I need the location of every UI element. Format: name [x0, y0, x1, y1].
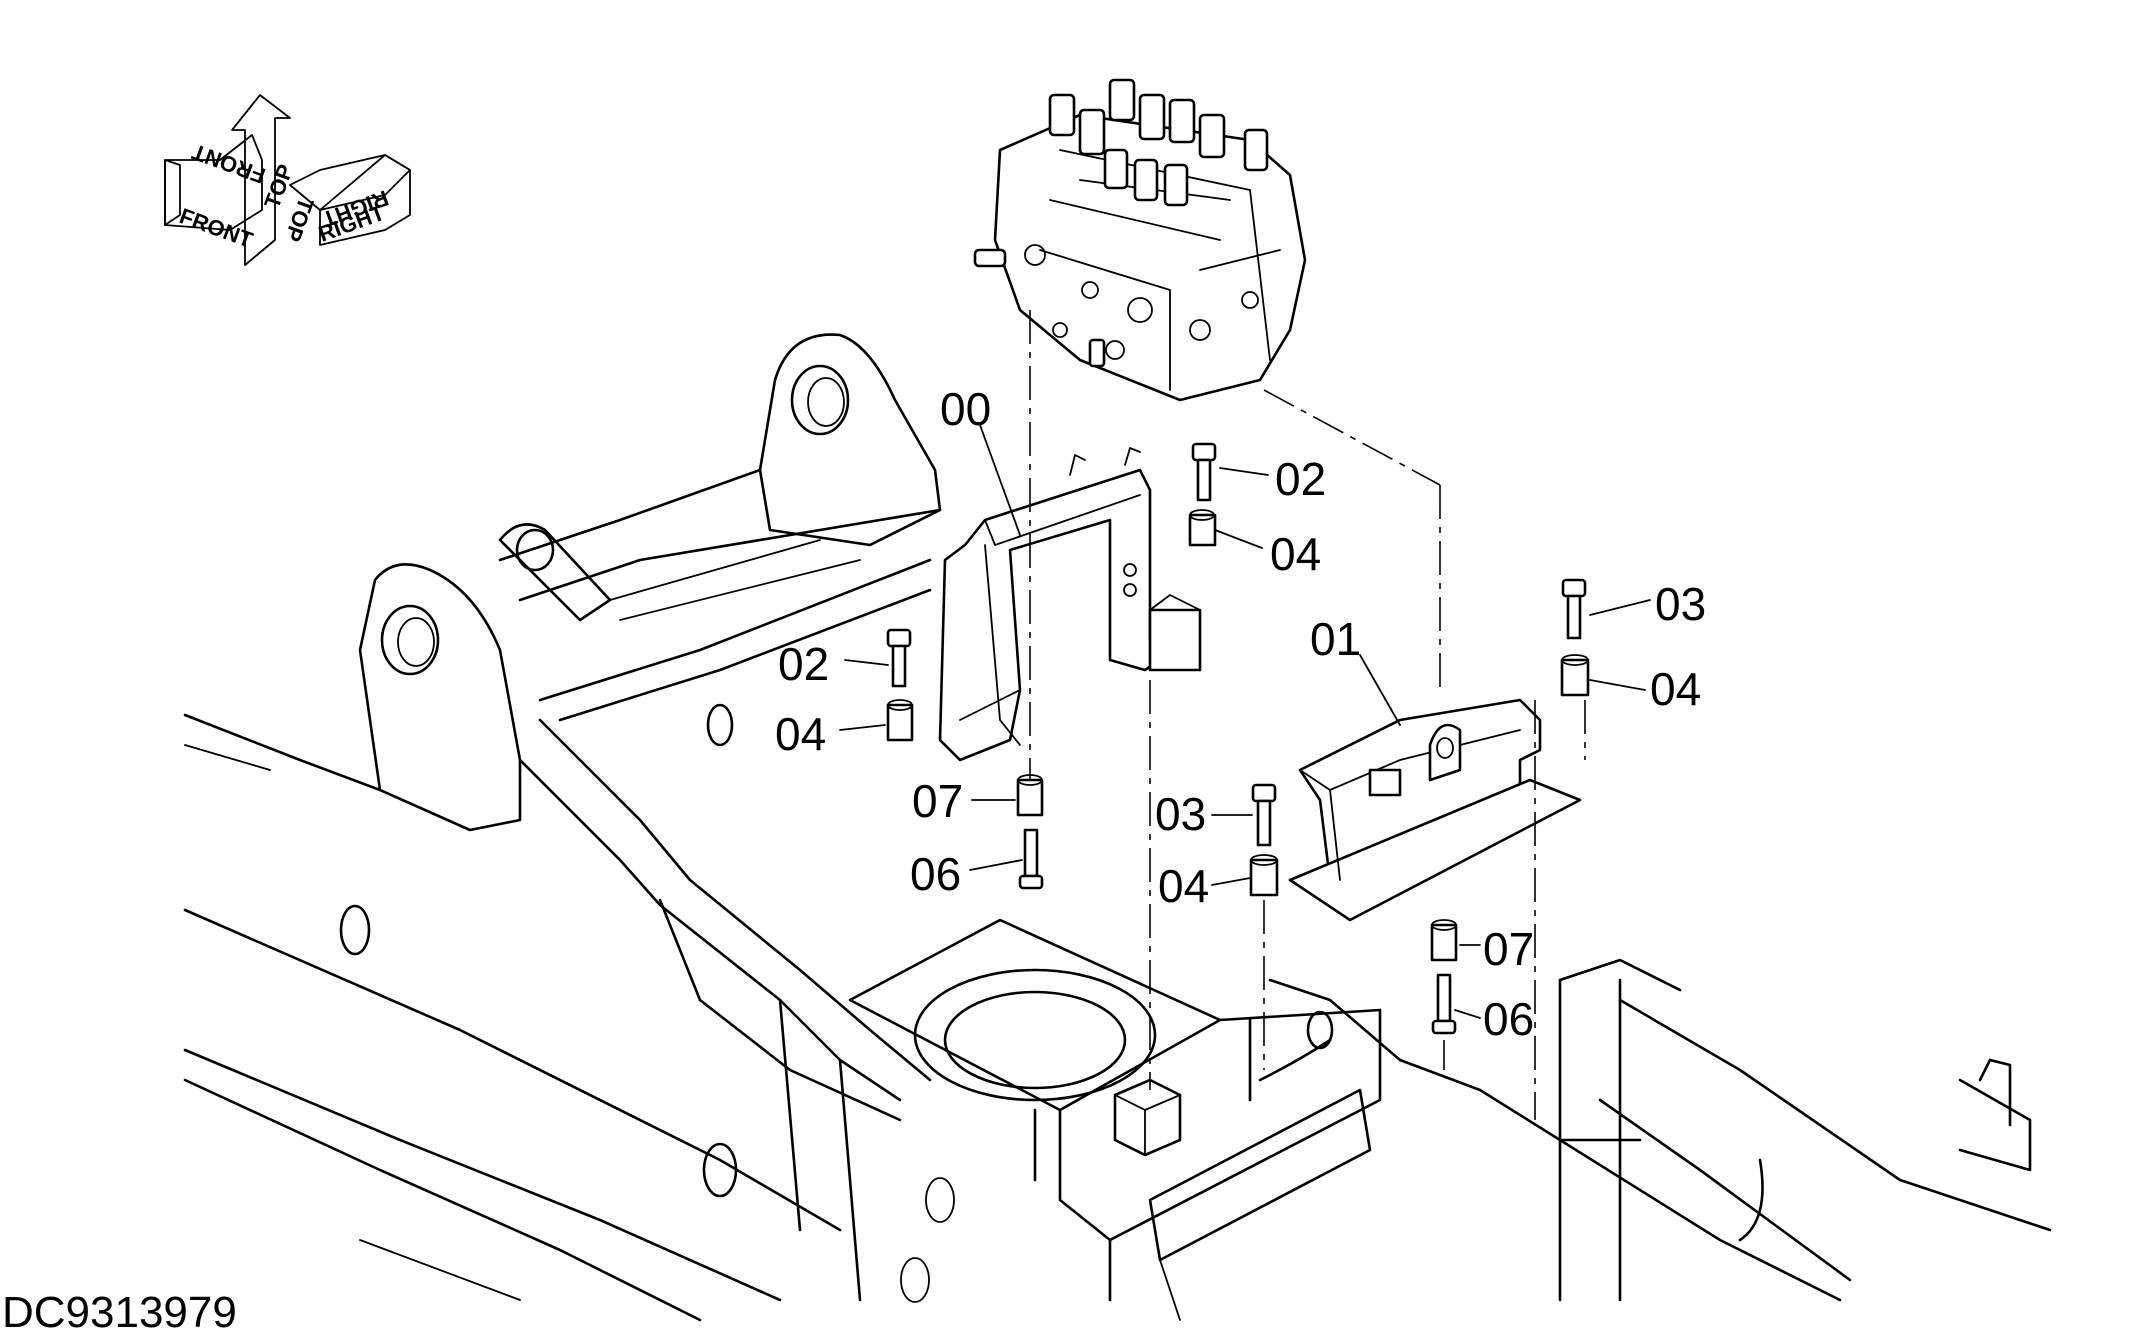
spacer-04-top	[1188, 513, 1217, 547]
bolt-06-right-head	[1431, 1019, 1457, 1035]
bolt-03-middle-shank	[1256, 799, 1272, 847]
callout-01: 01	[1310, 613, 1361, 665]
collar-07-right	[1430, 923, 1458, 962]
bracket-00	[938, 447, 1202, 762]
bolt-02-left-shank	[891, 644, 907, 688]
collar-07-left	[1016, 778, 1044, 817]
callout-labels: 00 01 02 02 03 03 04 04 04 04 06 06 07 0…	[775, 383, 1706, 1045]
drawing-code-label: DC9313979	[2, 1288, 237, 1335]
callout-06-right: 06	[1483, 993, 1534, 1045]
bolt-06-right-shank	[1436, 973, 1452, 1023]
callout-02-top: 02	[1275, 453, 1326, 505]
bracket-01	[1288, 698, 1582, 922]
spacer-04-lower	[1249, 858, 1279, 897]
callout-00: 00	[940, 383, 991, 435]
callout-07-left: 07	[912, 775, 963, 827]
callout-04-top: 04	[1270, 528, 1321, 580]
bolt-03-middle-head	[1251, 783, 1277, 803]
callout-04-right: 04	[1650, 663, 1701, 715]
callout-02-left: 02	[778, 638, 829, 690]
bolt-06-left-head	[1018, 874, 1044, 890]
alignment-lines	[1029, 310, 1586, 1120]
leader-lines	[839, 424, 1651, 1019]
bolt-03-right-shank	[1566, 594, 1582, 640]
spacer-04-right	[1560, 658, 1590, 697]
callout-06-left: 06	[910, 848, 961, 900]
callout-04-lower: 04	[1158, 860, 1209, 912]
control-valve-assembly	[973, 78, 1307, 402]
bolt-02-top-head	[1191, 442, 1217, 462]
callout-07-right: 07	[1483, 923, 1534, 975]
bolt-03-right-head	[1561, 578, 1587, 598]
bolt-02-left-head	[886, 628, 912, 648]
bolt-06-left-shank	[1023, 828, 1039, 878]
callout-03-middle: 03	[1155, 788, 1206, 840]
bolt-02-top-shank	[1196, 458, 1212, 502]
callout-04-left: 04	[775, 708, 826, 760]
fasteners	[886, 442, 1590, 1035]
spacer-04-left	[886, 703, 914, 742]
callout-03-right: 03	[1655, 578, 1706, 630]
upper-frame-structure	[183, 333, 2052, 1322]
orientation-indicator-icon: FRONT FRONT TOP TOP RIGHT RIGHT	[164, 94, 411, 266]
